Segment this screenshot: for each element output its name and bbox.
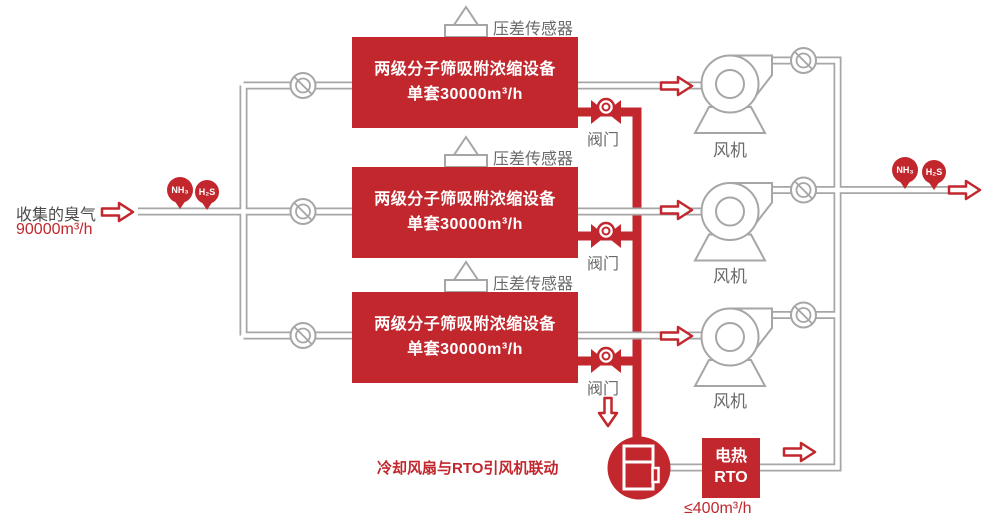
fan-icons: [693, 54, 773, 387]
flow-arrow: [659, 325, 694, 347]
valve-label-2: 阀门: [587, 256, 620, 273]
rto-fan-icon: [607, 436, 671, 500]
electric-rto-box: 电热 RTO: [702, 438, 760, 498]
pressure-sensor-icons: [444, 5, 488, 293]
flow-arrow: [659, 75, 694, 97]
inlet-label: 收集的臭气: [16, 207, 97, 224]
pressure-sensor-icon: [444, 260, 488, 293]
h2s-pin-inlet: H₂S: [195, 180, 219, 204]
valve-icon: [591, 221, 621, 248]
damper-icons: [289, 47, 817, 349]
rto-line2: RTO: [714, 469, 748, 486]
pressure-sensor-label-1: 压差传感器: [493, 21, 574, 38]
fan-label-2: 风机: [713, 267, 747, 286]
fan-label-1: 风机: [713, 141, 747, 160]
flow-arrow-icons: [100, 75, 982, 463]
inlet-flow-label: 90000m³/h: [16, 221, 93, 238]
valve-label-3: 阀门: [587, 381, 620, 398]
adsorption-unit-1: 两级分子筛吸附浓缩设备 单套30000m³/h: [352, 37, 578, 128]
nh3-pin-outlet: NH₃: [892, 157, 918, 183]
fan-label-3: 风机: [713, 392, 747, 411]
adsorption-unit-3: 两级分子筛吸附浓缩设备 单套30000m³/h: [352, 292, 578, 383]
linkage-note: 冷却风扇与RTO引风机联动: [377, 460, 559, 477]
unit-2-line1: 两级分子筛吸附浓缩设备: [374, 190, 556, 208]
valve-icons: [591, 97, 621, 373]
pressure-sensor-icon: [444, 135, 488, 168]
flow-arrow: [100, 201, 135, 223]
unit-1-line1: 两级分子筛吸附浓缩设备: [374, 60, 556, 78]
fan-icon: [693, 54, 773, 134]
adsorption-unit-2: 两级分子筛吸附浓缩设备 单套30000m³/h: [352, 167, 578, 258]
valve-label-1: 阀门: [587, 132, 620, 149]
valve-icon: [591, 97, 621, 124]
rto-flow-limit: ≤400m³/h: [684, 500, 752, 517]
nh3-pin-inlet: NH₃: [167, 177, 193, 203]
valve-icon: [591, 346, 621, 373]
unit-2-line2: 单套30000m³/h: [407, 215, 523, 233]
fan-icon: [693, 182, 773, 262]
flow-arrow: [782, 441, 817, 463]
flow-arrow-down: [597, 396, 619, 428]
h2s-pin-outlet: H₂S: [922, 160, 946, 184]
unit-1-line2: 单套30000m³/h: [407, 85, 523, 103]
pressure-sensor-icon: [444, 5, 488, 38]
flow-arrow: [659, 199, 694, 221]
unit-3-line2: 单套30000m³/h: [407, 340, 523, 358]
flow-arrow: [947, 179, 982, 201]
pressure-sensor-label-3: 压差传感器: [493, 276, 574, 293]
pressure-sensor-label-2: 压差传感器: [493, 151, 574, 168]
unit-3-line1: 两级分子筛吸附浓缩设备: [374, 315, 556, 333]
rto-line1: 电热: [714, 448, 747, 466]
fan-icon: [693, 307, 773, 387]
